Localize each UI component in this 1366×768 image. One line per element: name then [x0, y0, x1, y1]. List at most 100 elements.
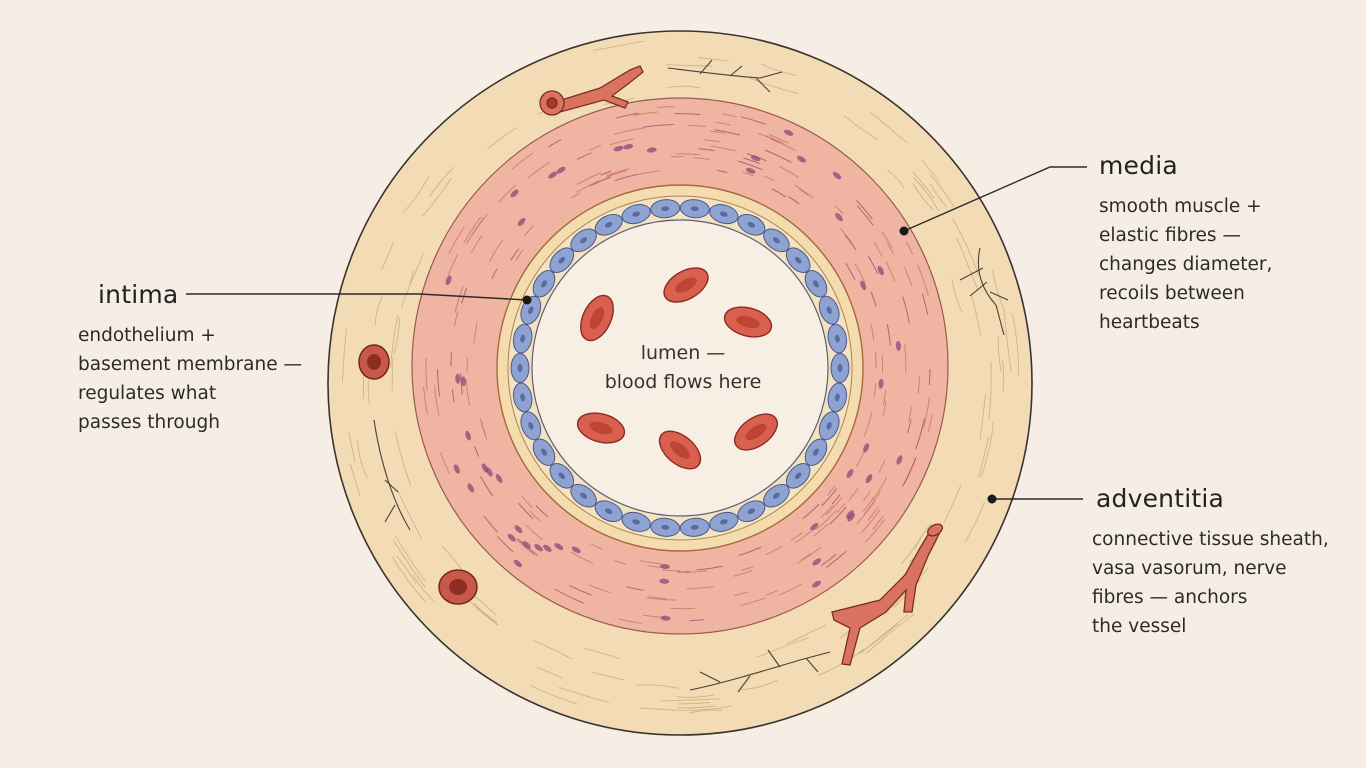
media-fiber — [915, 418, 925, 450]
media-fiber — [437, 369, 440, 397]
media-fiber — [908, 406, 913, 422]
adventitia-fiber — [756, 637, 809, 658]
smooth-muscle-nucleus — [863, 443, 870, 453]
smooth-muscle-nucleus — [810, 523, 819, 531]
media-fiber — [904, 266, 913, 287]
adventitia-fiber — [583, 647, 621, 660]
smooth-muscle-nucleus — [522, 541, 531, 549]
media-fiber — [905, 240, 914, 255]
adventitia-fiber — [1011, 313, 1020, 375]
adventitia-fiber — [393, 318, 401, 355]
red-blood-cell-center — [745, 423, 767, 441]
media-fiber — [873, 242, 883, 257]
smooth-muscle-nucleus — [846, 510, 854, 519]
media-fiber — [881, 231, 893, 249]
adventitia-fiber — [374, 296, 383, 326]
smooth-muscle-nucleus — [896, 455, 903, 465]
media-fiber — [768, 134, 789, 144]
adventitia-fiber — [988, 361, 992, 420]
adventitia-fiber — [914, 523, 932, 549]
adventitia-fiber — [660, 698, 721, 702]
intima-description-line: basement membrane — — [78, 354, 302, 375]
media-fiber — [447, 254, 459, 277]
endothelial-nucleus — [541, 280, 547, 288]
intima-description-line: endothelium + — [78, 325, 216, 346]
media-fiber — [576, 172, 601, 186]
adventitia-fiber — [697, 57, 729, 62]
media-description-line: elastic fibres — — [1099, 225, 1241, 246]
adventitia-fiber — [858, 623, 898, 655]
media-fiber — [483, 515, 498, 533]
endothelial-nucleus — [719, 519, 728, 525]
adventitia-description-line: the vessel — [1092, 616, 1187, 637]
adventitia-fiber — [394, 535, 426, 582]
smooth-muscle-nucleus — [846, 469, 854, 478]
endothelial-nucleus — [520, 393, 526, 402]
endothelial-nucleus — [661, 206, 670, 212]
adventitia-fiber — [667, 85, 701, 89]
media-fiber — [448, 227, 465, 254]
red-blood-cell-center — [736, 315, 760, 329]
media-fiber — [689, 619, 704, 622]
media-fiber — [795, 531, 812, 544]
media-fiber — [710, 145, 736, 152]
endothelial-nucleus — [772, 492, 780, 499]
smooth-muscle-nucleus — [571, 546, 581, 554]
adventitia-fiber — [392, 539, 426, 588]
vasa-vasorum — [539, 65, 944, 666]
media-fiber — [820, 553, 837, 567]
media-fiber — [740, 116, 767, 125]
smooth-muscle-nucleus — [453, 464, 460, 474]
adventitia-fiber — [473, 603, 498, 623]
media-fiber — [779, 583, 802, 596]
media-fiber — [765, 135, 782, 143]
media-description: smooth muscle + elastic fibres — changes… — [1099, 192, 1272, 337]
lumen-label: lumen — blood flows here — [563, 339, 803, 397]
smooth-muscle-nucleus — [832, 171, 842, 180]
vasa-vessel-sections — [358, 344, 478, 605]
media-fiber — [570, 551, 594, 565]
adventitia-leader-dot — [987, 494, 997, 504]
adventitia-fiber — [912, 171, 935, 199]
smooth-muscle-nucleus — [659, 578, 670, 584]
media-fiber — [524, 224, 535, 237]
smooth-muscle-nucleus — [507, 533, 516, 542]
adventitia-fiber — [422, 177, 452, 217]
media-fiber — [904, 344, 907, 374]
media-fiber — [831, 494, 841, 505]
media-fiber — [616, 112, 639, 119]
intima-description: endothelium + basement membrane — regula… — [78, 321, 302, 437]
media-fiber — [788, 196, 800, 205]
media-fiber — [527, 161, 551, 179]
smooth-muscle-nucleus — [812, 580, 821, 588]
smooth-muscle-nucleus — [812, 558, 822, 566]
media-fiber — [769, 138, 797, 152]
media-fiber — [864, 519, 886, 544]
adventitia-fiber — [979, 393, 987, 440]
adventitia-label: adventitia connective tissue sheath, vas… — [1092, 484, 1329, 641]
media-fiber — [425, 357, 428, 391]
adventitia-fiber — [640, 707, 678, 711]
adventitia-fiber — [486, 127, 518, 150]
endothelial-nucleus — [632, 211, 641, 217]
adventitia-fiber — [394, 431, 412, 487]
adventitia-fiber — [785, 624, 826, 645]
media-fiber — [657, 106, 675, 108]
adventitia-fiber — [1003, 309, 1012, 373]
media-fiber — [609, 138, 634, 146]
media-fiber — [848, 488, 859, 502]
media-fiber — [902, 296, 910, 324]
media-fiber — [764, 149, 792, 164]
media-fiber — [569, 584, 592, 596]
media-title: media — [1099, 151, 1178, 180]
media-fiber — [737, 160, 763, 171]
media-fiber — [771, 188, 787, 198]
adventitia-fiber — [536, 666, 563, 679]
media-description-line: recoils between — [1099, 283, 1245, 304]
media-fiber — [473, 322, 478, 344]
media-fiber — [742, 171, 755, 177]
endothelial-nucleus — [517, 364, 523, 372]
media-fiber — [460, 373, 463, 395]
adventitia-fiber — [676, 694, 715, 698]
media-fiber — [928, 368, 931, 386]
